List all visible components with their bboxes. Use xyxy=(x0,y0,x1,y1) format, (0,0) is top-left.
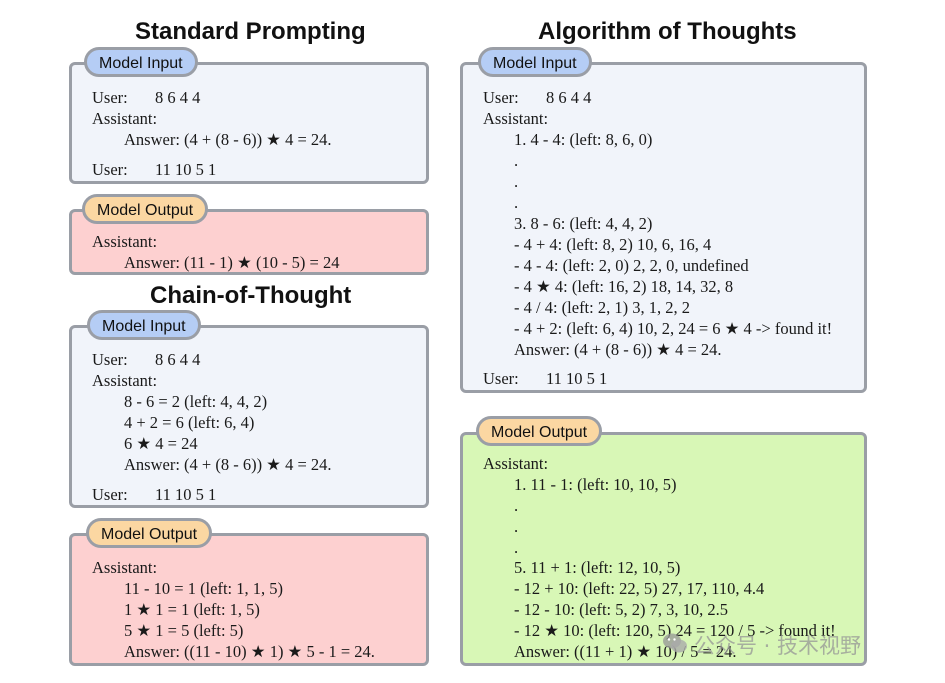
aot-input-user2-label: User: xyxy=(483,369,519,388)
cot-output-step: 5 ★ 1 = 5 (left: 5) xyxy=(124,621,244,640)
cot-output-tag: Model Output xyxy=(86,518,213,548)
aot-input-user-label: User: xyxy=(483,88,519,107)
standard-input-user2-value: 11 10 5 1 xyxy=(155,160,217,179)
cot-output-answer: Answer: ((11 - 10) ★ 1) ★ 5 - 1 = 24. xyxy=(124,642,375,661)
cot-input-answer: Answer: (4 + (8 - 6)) ★ 4 = 24. xyxy=(124,455,332,474)
aot-input-line: 1. 4 - 4: (left: 8, 6, 0) xyxy=(514,130,653,149)
cot-input-assistant: Assistant: xyxy=(92,371,158,390)
aot-input-line: 3. 8 - 6: (left: 4, 4, 2) xyxy=(514,214,653,233)
cot-input-user2-value: 11 10 5 1 xyxy=(155,485,217,504)
aot-input-box xyxy=(460,62,867,393)
aot-input-line: . xyxy=(514,172,519,191)
aot-output-line: 1. 11 - 1: (left: 10, 10, 5) xyxy=(514,475,677,494)
standard-output-tag: Model Output xyxy=(82,194,209,224)
aot-input-line: - 4 ★ 4: (left: 16, 2) 18, 14, 32, 8 xyxy=(514,277,734,296)
aot-output-line: 5. 11 + 1: (left: 12, 10, 5) xyxy=(514,558,681,577)
cot-input-user-label: User: xyxy=(92,350,128,369)
standard-output-assistant: Assistant: xyxy=(92,232,158,251)
aot-input-line: - 4 + 2: (left: 6, 4) 10, 2, 24 = 6 ★ 4 … xyxy=(514,319,833,338)
cot-output-box xyxy=(69,533,429,666)
cot-input-user2-label: User: xyxy=(92,485,128,504)
aot-output-assistant: Assistant: xyxy=(483,454,549,473)
cot-output-assistant: Assistant: xyxy=(92,558,158,577)
aot-input-line: . xyxy=(514,151,519,170)
aot-output-line: - 12 - 10: (left: 5, 2) 7, 3, 10, 2.5 xyxy=(514,600,729,619)
algorithm-of-thoughts-title: Algorithm of Thoughts xyxy=(538,18,797,45)
cot-input-box xyxy=(69,325,429,508)
aot-input-assistant: Assistant: xyxy=(483,109,549,128)
aot-input-line: - 4 - 4: (left: 2, 0) 2, 2, 0, undefined xyxy=(514,256,749,275)
aot-output-tag: Model Output xyxy=(476,416,603,446)
aot-input-user-value: 8 6 4 4 xyxy=(546,88,592,107)
standard-input-user-label: User: xyxy=(92,88,128,107)
cot-output-step: 1 ★ 1 = 1 (left: 1, 5) xyxy=(124,600,260,619)
aot-output-box xyxy=(460,432,867,666)
cot-input-tag: Model Input xyxy=(87,310,201,340)
standard-input-assistant: Assistant: xyxy=(92,109,158,128)
aot-output-line: - 12 ★ 10: (left: 120, 5) 24 = 120 / 5 -… xyxy=(514,621,836,640)
cot-input-step: 8 - 6 = 2 (left: 4, 4, 2) xyxy=(124,392,268,411)
cot-input-user-value: 8 6 4 4 xyxy=(155,350,201,369)
aot-input-line: - 4 + 4: (left: 8, 2) 10, 6, 16, 4 xyxy=(514,235,712,254)
aot-output-line: . xyxy=(514,496,519,515)
standard-prompting-title: Standard Prompting xyxy=(135,18,366,45)
standard-input-box xyxy=(69,62,429,184)
standard-input-tag: Model Input xyxy=(84,47,198,77)
cot-input-step: 4 + 2 = 6 (left: 6, 4) xyxy=(124,413,255,432)
cot-output-step: 11 - 10 = 1 (left: 1, 1, 5) xyxy=(124,579,283,598)
cot-input-step: 6 ★ 4 = 24 xyxy=(124,434,198,453)
aot-output-line: . xyxy=(514,517,519,536)
aot-input-line: . xyxy=(514,193,519,212)
aot-output-line: . xyxy=(514,538,519,557)
standard-input-answer: Answer: (4 + (8 - 6)) ★ 4 = 24. xyxy=(124,130,332,149)
standard-input-user-value: 8 6 4 4 xyxy=(155,88,201,107)
aot-input-answer: Answer: (4 + (8 - 6)) ★ 4 = 24. xyxy=(514,340,722,359)
aot-output-line: - 12 + 10: (left: 22, 5) 27, 17, 110, 4.… xyxy=(514,579,765,598)
standard-output-answer: Answer: (11 - 1) ★ (10 - 5) = 24 xyxy=(124,253,340,272)
aot-input-tag: Model Input xyxy=(478,47,592,77)
chain-of-thought-title: Chain-of-Thought xyxy=(150,282,352,309)
wechat-icon xyxy=(663,633,687,653)
aot-input-user2-value: 11 10 5 1 xyxy=(546,369,608,388)
watermark: 公众号 · 技术视野 xyxy=(694,634,862,658)
aot-input-line: - 4 / 4: (left: 2, 1) 3, 1, 2, 2 xyxy=(514,298,690,317)
standard-input-user2-label: User: xyxy=(92,160,128,179)
